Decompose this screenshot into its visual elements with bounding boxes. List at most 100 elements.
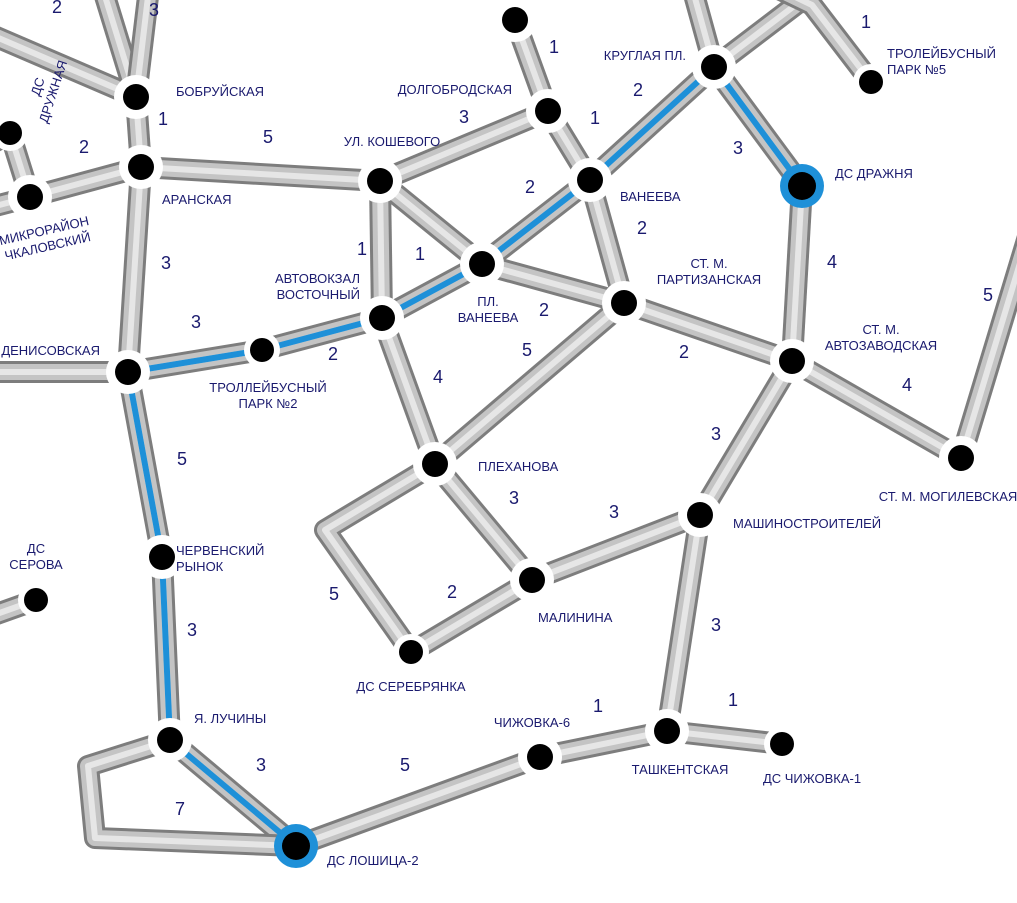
station-marker[interactable] [678,493,722,537]
station-marker[interactable] [106,350,150,394]
segment-count: 5 [983,285,993,305]
road-segment [375,100,553,192]
station-marker[interactable] [568,158,612,202]
road-segment [781,185,813,362]
station-marker[interactable] [602,281,646,325]
road-segment [292,720,670,857]
segment-count: 1 [590,108,600,128]
station-marker[interactable] [526,89,570,133]
station-label: ДОЛГОБРОДСКАЯ [398,82,512,97]
station-marker[interactable] [244,332,280,368]
highlighted-route [125,64,805,849]
segment-count: 2 [525,177,535,197]
station-marker[interactable] [493,0,537,42]
road-segment [117,166,152,373]
segment-count: 2 [679,342,689,362]
road-segment [371,314,446,468]
station-label: ПЛЕХАНОВА [478,459,559,474]
segment-count: 3 [459,107,469,127]
road-segment [426,456,541,588]
station-marker[interactable] [358,159,402,203]
segment-count: 3 [149,0,159,20]
segment-count: 3 [256,755,266,775]
segment-count: 4 [902,375,912,395]
road-segment [0,26,141,108]
station-label: ВАНЕЕВА [620,189,681,204]
station-label: ЧИЖОВКА-6 [494,715,570,730]
station-marker[interactable] [148,718,192,762]
station-marker[interactable] [18,582,54,618]
station-label: ДС ДРАЖНЯ [835,166,913,181]
station-label: УЛ. КОШЕВОГО [344,134,440,149]
road-segment [690,355,802,521]
station-label: ДС СЕРЕБРЯНКА [356,679,465,694]
segment-count: 2 [52,0,62,17]
segment-count: 3 [609,502,619,522]
station-label: АРАНСКАЯ [162,192,232,207]
station-label: КРУГЛАЯ ПЛ. [604,48,686,63]
segment-count: 2 [637,218,647,238]
station-marker[interactable] [460,242,504,286]
station-marker[interactable] [939,436,983,480]
segment-count: 2 [328,344,338,364]
station-marker[interactable] [393,634,429,670]
station-label: ТАШКЕНТСКАЯ [632,762,729,777]
segment-count: 1 [158,109,168,129]
station-label: ДС ЧИЖОВКА-1 [763,771,861,786]
station-marker[interactable] [510,558,554,602]
station-marker[interactable] [413,442,457,486]
segment-count: 1 [861,12,871,32]
segment-count: 4 [827,252,837,272]
station-label: ДЕНИСОВСКАЯ [1,343,100,358]
segment-count: 2 [633,80,643,100]
station-label: СТ. М.ПАРТИЗАНСКАЯ [657,256,761,287]
station-marker[interactable] [0,115,28,151]
station-label: ДС ЛОШИЦА-2 [327,853,419,868]
station-label: ПЛ.ВАНЕЕВА [458,294,519,325]
station-marker[interactable] [645,709,689,753]
station-marker[interactable] [692,45,736,89]
station-marker[interactable] [770,339,814,383]
station-label: Я. ЛУЧИНЫ [194,711,266,726]
highlight-path [125,64,805,849]
road-segment [140,156,381,192]
station-label: БОБРУЙСКАЯ [176,84,264,99]
segment-count: 1 [728,690,738,710]
station-marker[interactable] [274,824,318,868]
segment-count: 3 [711,615,721,635]
segment-count: 4 [433,367,443,387]
station-marker[interactable] [114,75,158,119]
station-marker[interactable] [140,535,184,579]
segment-count: 3 [711,424,721,444]
segment-count: 3 [191,312,201,332]
segment-count: 3 [187,620,197,640]
road-segment [786,351,967,468]
segment-count: 3 [509,488,519,508]
station-marker[interactable] [780,164,824,208]
segment-count: 5 [522,340,532,360]
station-marker[interactable] [8,175,52,219]
station-marker[interactable] [764,726,800,762]
station-label: СТ. М. МОГИЛЕВСКАЯ [879,489,1017,504]
road-segment [776,0,880,89]
segment-count: 3 [161,253,171,273]
segment-count: 2 [79,137,89,157]
segment-count: 2 [447,582,457,602]
station-label: МАЛИНИНА [538,610,613,625]
segment-count: 2 [539,300,549,320]
station-marker[interactable] [360,296,404,340]
station-marker[interactable] [518,735,562,779]
segment-count: 7 [175,799,185,819]
segment-count: 5 [329,584,339,604]
segment-count: 5 [177,449,187,469]
station-marker[interactable] [119,145,163,189]
segment-count: 5 [263,127,273,147]
station-marker[interactable] [853,64,889,100]
